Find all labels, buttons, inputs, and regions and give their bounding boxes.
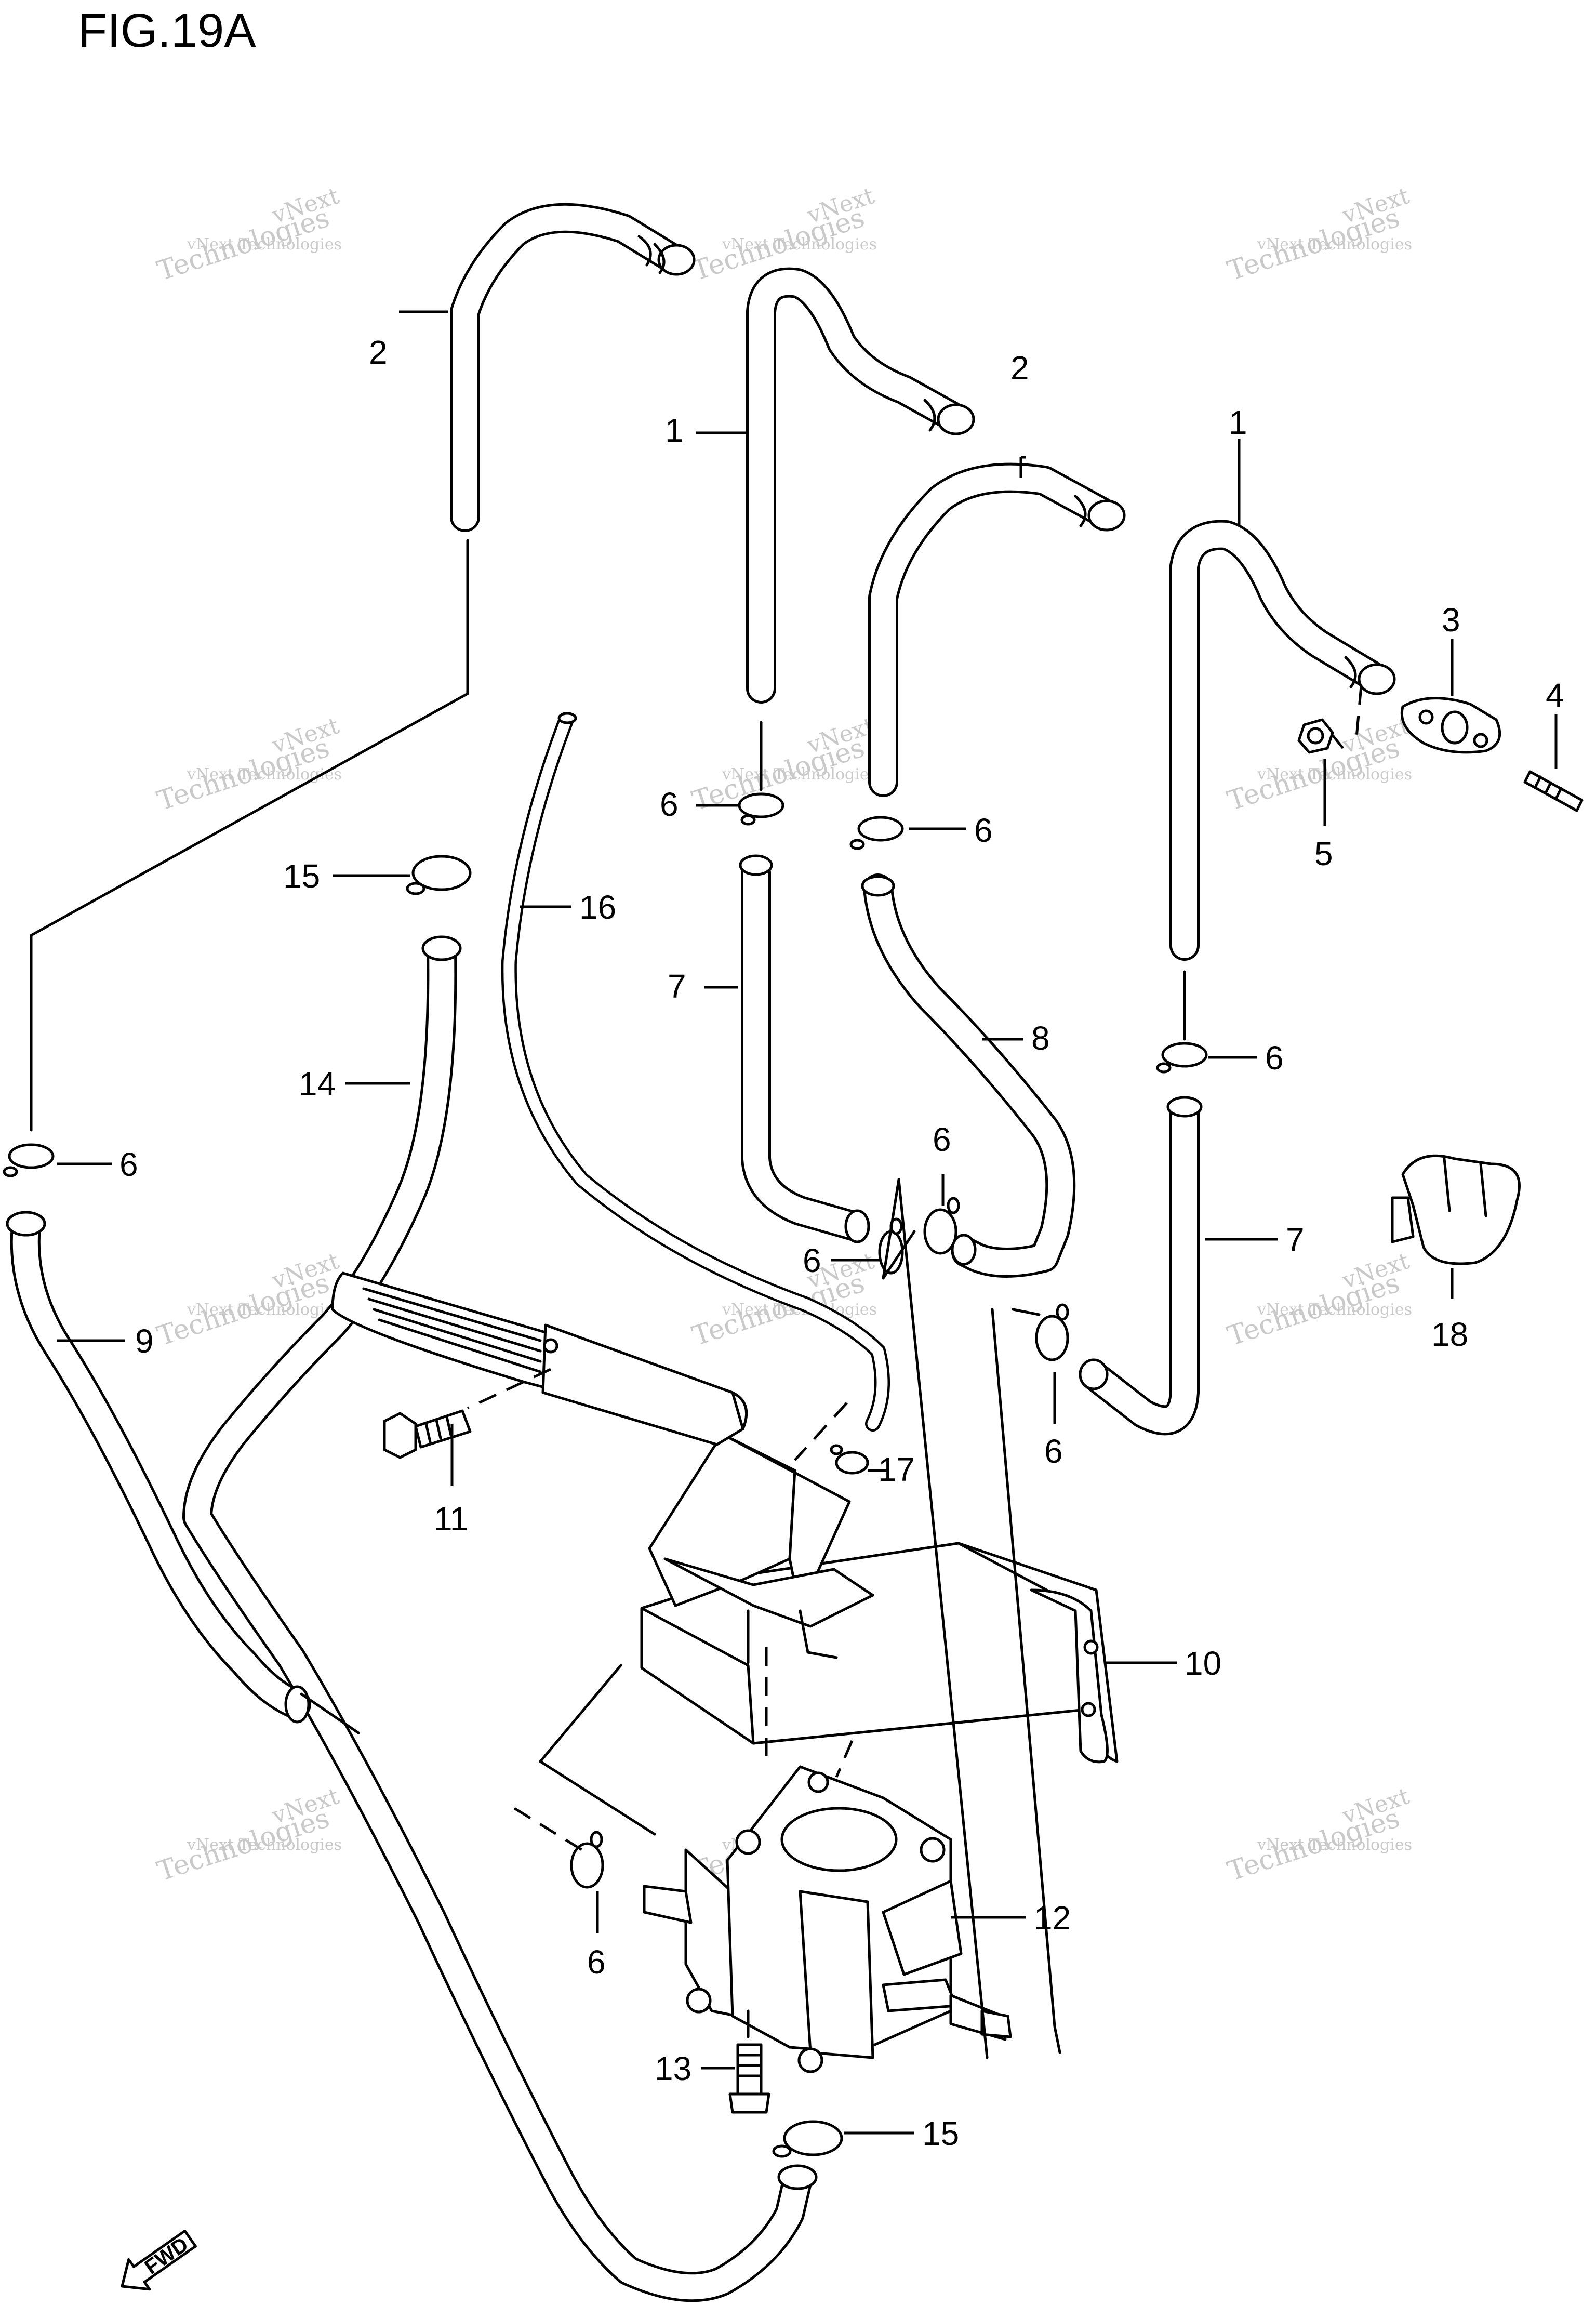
watermark-text: vNext Technologies <box>1257 235 1412 254</box>
callout-2-right: 2 <box>1010 349 1029 387</box>
bolt-part-13 <box>728 2043 770 2114</box>
watermark-text: vNext Technologies <box>187 235 342 254</box>
callout-labels: 2 1 2 1 3 4 5 6 6 15 16 7 8 6 14 6 6 6 7… <box>119 334 1564 2152</box>
callout-11: 11 <box>434 1500 468 1538</box>
callout-6-h: 6 <box>587 1943 606 1981</box>
callout-18: 18 <box>1431 1316 1468 1353</box>
watermark-text: vNext Technologies <box>722 765 877 784</box>
callout-6-d: 6 <box>119 1146 138 1183</box>
clip-group <box>3 792 1208 2158</box>
watermark-text: vNext Technologies <box>722 235 877 254</box>
figure-title: FIG.19A <box>78 4 256 57</box>
callout-6-c: 6 <box>1265 1039 1284 1077</box>
nut-part-5 <box>1297 718 1334 754</box>
hose-part-2-left <box>450 203 696 532</box>
callout-15-a: 15 <box>283 857 320 895</box>
watermark-text: vNext Technologies <box>187 765 342 784</box>
callout-15-b: 15 <box>922 2115 959 2152</box>
hose-part-14 <box>182 935 818 2302</box>
callout-6-a: 6 <box>660 786 679 823</box>
callout-4: 4 <box>1546 677 1564 714</box>
hose-part-7-right <box>1079 1096 1203 1436</box>
hose-part-9 <box>6 1211 311 1724</box>
callout-6-g: 6 <box>1044 1433 1063 1470</box>
callout-3: 3 <box>1442 601 1460 639</box>
callout-10: 10 <box>1185 1645 1221 1682</box>
assembly-lines <box>30 539 1363 2059</box>
callout-1-middle: 1 <box>665 412 684 449</box>
callout-12: 12 <box>1034 1899 1071 1937</box>
callout-6-f: 6 <box>803 1242 821 1279</box>
callout-14: 14 <box>299 1065 336 1103</box>
hose-part-16 <box>501 712 890 1432</box>
filter-housing <box>331 1271 748 1446</box>
callout-16: 16 <box>579 889 616 926</box>
watermark-text: vNext Technologies <box>1257 1301 1412 1319</box>
hose-part-7-middle <box>739 854 870 1243</box>
callout-2-left: 2 <box>369 334 388 371</box>
watermark-text: vNext Technologies <box>1257 765 1412 784</box>
callout-7-a: 7 <box>668 968 686 1005</box>
callout-6-e: 6 <box>933 1121 951 1158</box>
hose-part-1-middle <box>746 267 975 704</box>
callout-5: 5 <box>1314 835 1333 872</box>
callout-8: 8 <box>1031 1019 1050 1057</box>
hose-part-2-right <box>868 462 1126 797</box>
watermark-text: vNext Technologies <box>187 1836 342 1854</box>
callout-13: 13 <box>655 2050 691 2087</box>
clamp-part-18 <box>1391 1154 1521 1265</box>
callout-7-b: 7 <box>1286 1221 1305 1259</box>
hose-part-8 <box>861 873 1076 1278</box>
watermark-text: vNext Technologies <box>1257 1836 1412 1854</box>
callout-17: 17 <box>878 1451 915 1488</box>
callout-6-b: 6 <box>974 812 993 849</box>
bolt-part-11 <box>383 1409 472 1459</box>
fwd-arrow: FWD <box>121 2229 197 2291</box>
stud-part-4 <box>1523 770 1584 812</box>
callout-1-right: 1 <box>1229 404 1247 441</box>
gasket-part-3 <box>1400 697 1501 754</box>
watermark-text: vNext Technologies <box>187 1301 342 1319</box>
callout-9: 9 <box>135 1322 154 1360</box>
leader-lines <box>57 310 1558 2135</box>
hose-part-1-right <box>1169 520 1396 961</box>
bracket-part-10 <box>640 1433 1119 1764</box>
fuel-pump-part-12 <box>643 1765 1012 2073</box>
